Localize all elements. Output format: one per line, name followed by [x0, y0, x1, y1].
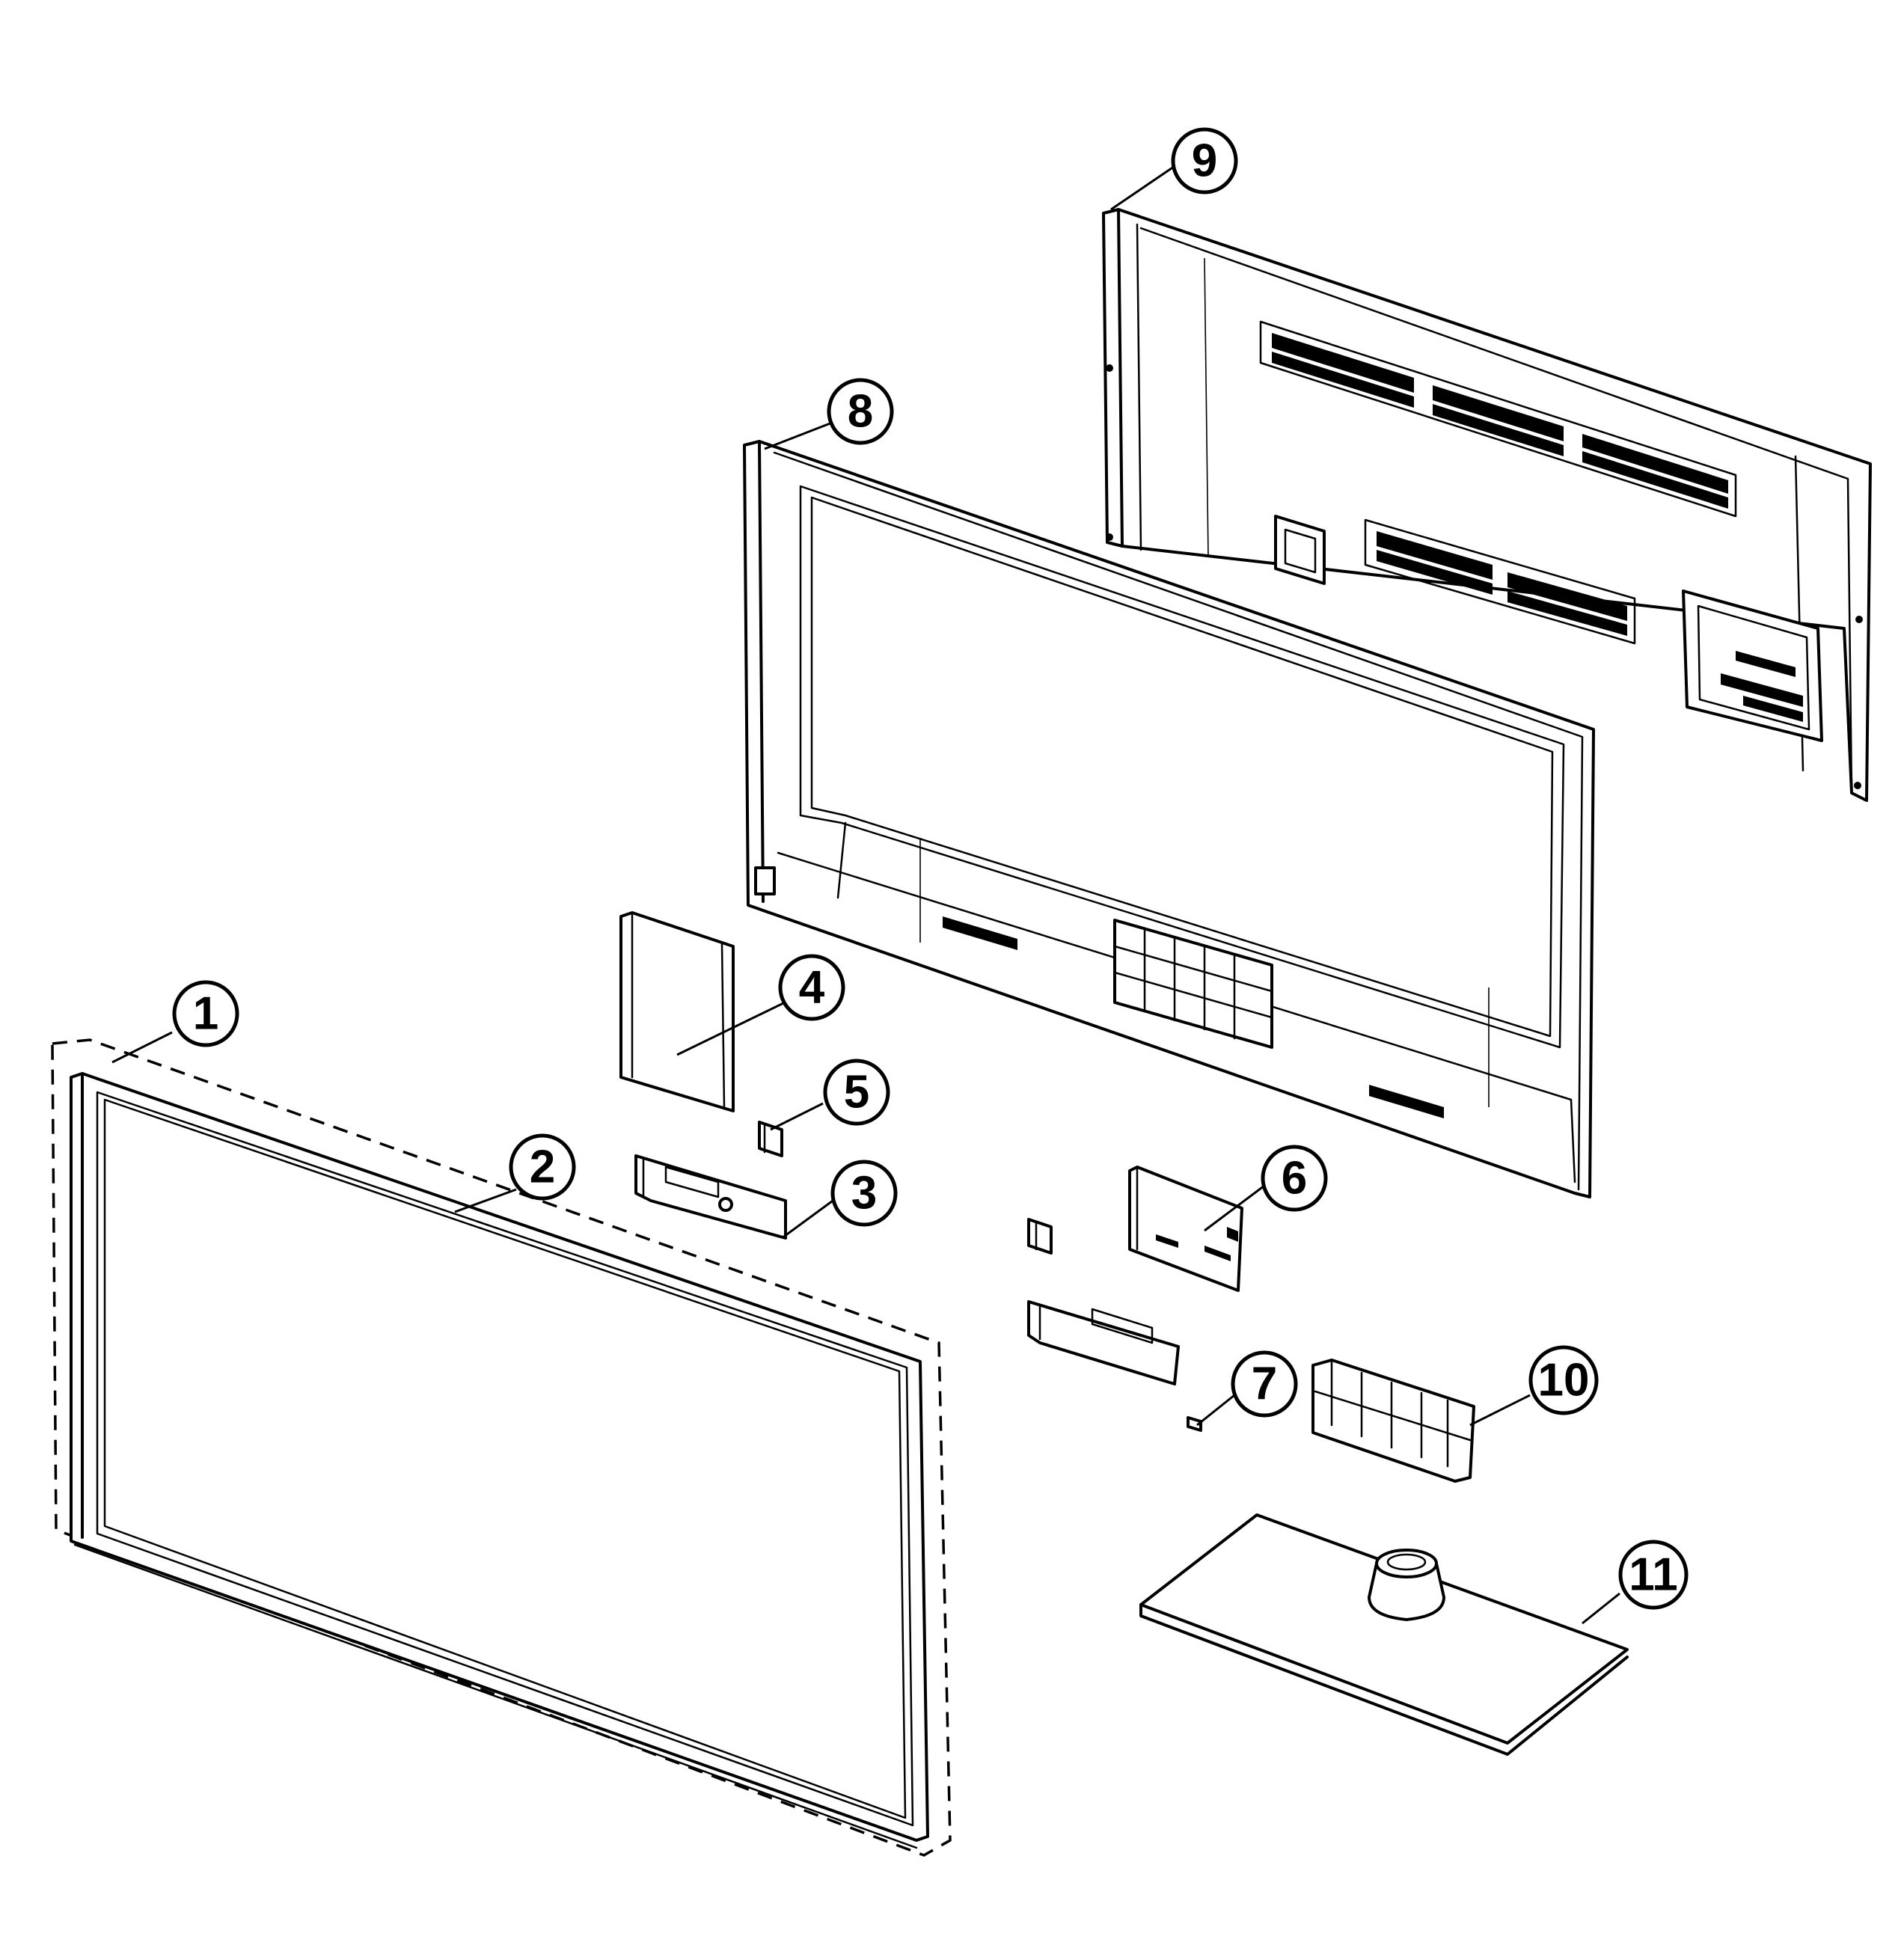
callout-1-label: 1: [193, 988, 218, 1040]
callout-2: 2: [509, 1133, 576, 1201]
callout-3-label: 3: [851, 1168, 877, 1219]
callout-6: 6: [1261, 1145, 1328, 1212]
callout-8-label: 8: [848, 386, 873, 438]
bracket-lower: [1027, 1300, 1180, 1385]
callout-11-label: 11: [1629, 1549, 1678, 1601]
callout-4: 4: [778, 954, 845, 1021]
callout-10: 10: [1528, 1345, 1599, 1415]
callout-7-label: 7: [1252, 1359, 1277, 1410]
callout-9: 9: [1171, 127, 1238, 195]
bracket-part-3: [634, 1154, 787, 1240]
front-panel-part: [51, 1038, 952, 1857]
board-part-4: [619, 911, 735, 1112]
callout-11: 11: [1618, 1540, 1689, 1610]
callout-5: 5: [823, 1059, 890, 1126]
leader-lines: [111, 157, 1620, 1625]
callout-10-label: 10: [1538, 1355, 1590, 1406]
stand-base-part-11: [1139, 1513, 1629, 1756]
callout-6-label: 6: [1282, 1153, 1307, 1204]
callout-1: 1: [172, 980, 239, 1047]
middle-frame-part: [743, 440, 1595, 1198]
clip-part: [1027, 1218, 1053, 1255]
bracket-part-5: [758, 1121, 783, 1157]
callout-7: 7: [1231, 1350, 1298, 1418]
callout-5-label: 5: [844, 1067, 869, 1118]
stand-neck-part-10: [1311, 1359, 1475, 1483]
callout-8: 8: [827, 378, 894, 445]
screw-part-7: [1187, 1416, 1202, 1432]
callout-9-label: 9: [1192, 135, 1217, 187]
callout-2-label: 2: [530, 1142, 555, 1193]
rear-cover-part: [1102, 208, 1872, 802]
callout-3: 3: [830, 1160, 898, 1227]
board-part-6: [1128, 1166, 1243, 1292]
callout-4-label: 4: [799, 962, 825, 1014]
